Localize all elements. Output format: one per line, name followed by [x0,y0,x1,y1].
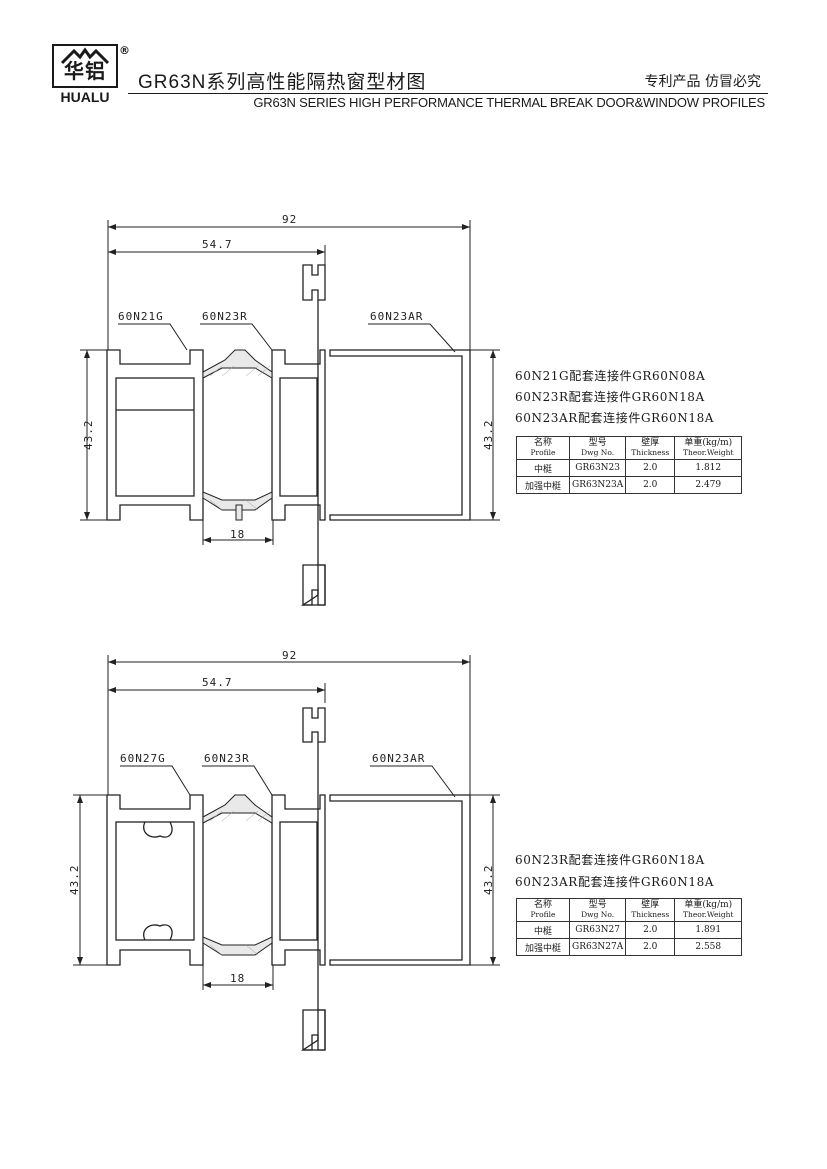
dim-height-right: 43.2 [482,865,495,896]
header-divider [128,93,768,94]
dim-partial: 54.7 [202,238,233,251]
note-line: 60N23R配套连接件GR60N18A [515,853,705,867]
dim-height-left: 43.2 [68,865,81,896]
patent-notice: 专利产品 仿冒必究 [644,74,761,90]
logo-chinese: 华铝 [64,59,106,83]
page-subtitle: GR63N SERIES HIGH PERFORMANCE THERMAL BR… [253,95,765,110]
dim-bottom: 18 [230,528,245,541]
logo-symbol-icon [60,47,110,65]
label-left-profile: 60N21G [118,310,164,323]
note-line: 60N23AR配套连接件GR60N18A [515,411,715,425]
label-right-profile: 60N23AR [372,752,425,765]
logo-mark: 华铝 [52,44,118,88]
label-mid-profile: 60N23R [204,752,250,765]
dim-total: 92 [282,649,297,662]
label-left-profile: 60N27G [120,752,166,765]
note-line: 60N23R配套连接件GR60N18A [515,390,705,404]
dim-partial: 54.7 [202,676,233,689]
table-row: 加强中梃 GR63N23A 2.0 2.479 [516,476,743,494]
dim-bottom: 18 [230,972,245,985]
dim-height-left: 43.2 [82,420,95,451]
table-row: 加强中梃 GR63N27A 2.0 2.558 [516,938,743,956]
registered-mark: ® [119,44,130,57]
label-mid-profile: 60N23R [202,310,248,323]
dim-height-right: 43.2 [482,420,495,451]
table-row: 中梃 GR63N23 2.0 1.812 [516,459,743,477]
logo-english: HUALU [60,89,110,105]
note-line: 60N23AR配套连接件GR60N18A [515,875,715,889]
page-title: GR63N系列高性能隔热窗型材图 [138,72,427,93]
table-row: 中梃 GR63N27 2.0 1.891 [516,921,743,939]
dim-total: 92 [282,213,297,226]
note-line: 60N21G配套连接件GR60N08A [515,369,706,383]
label-right-profile: 60N23AR [370,310,423,323]
header-cell: 单重(kg/m)Theor.Weight [674,898,743,922]
